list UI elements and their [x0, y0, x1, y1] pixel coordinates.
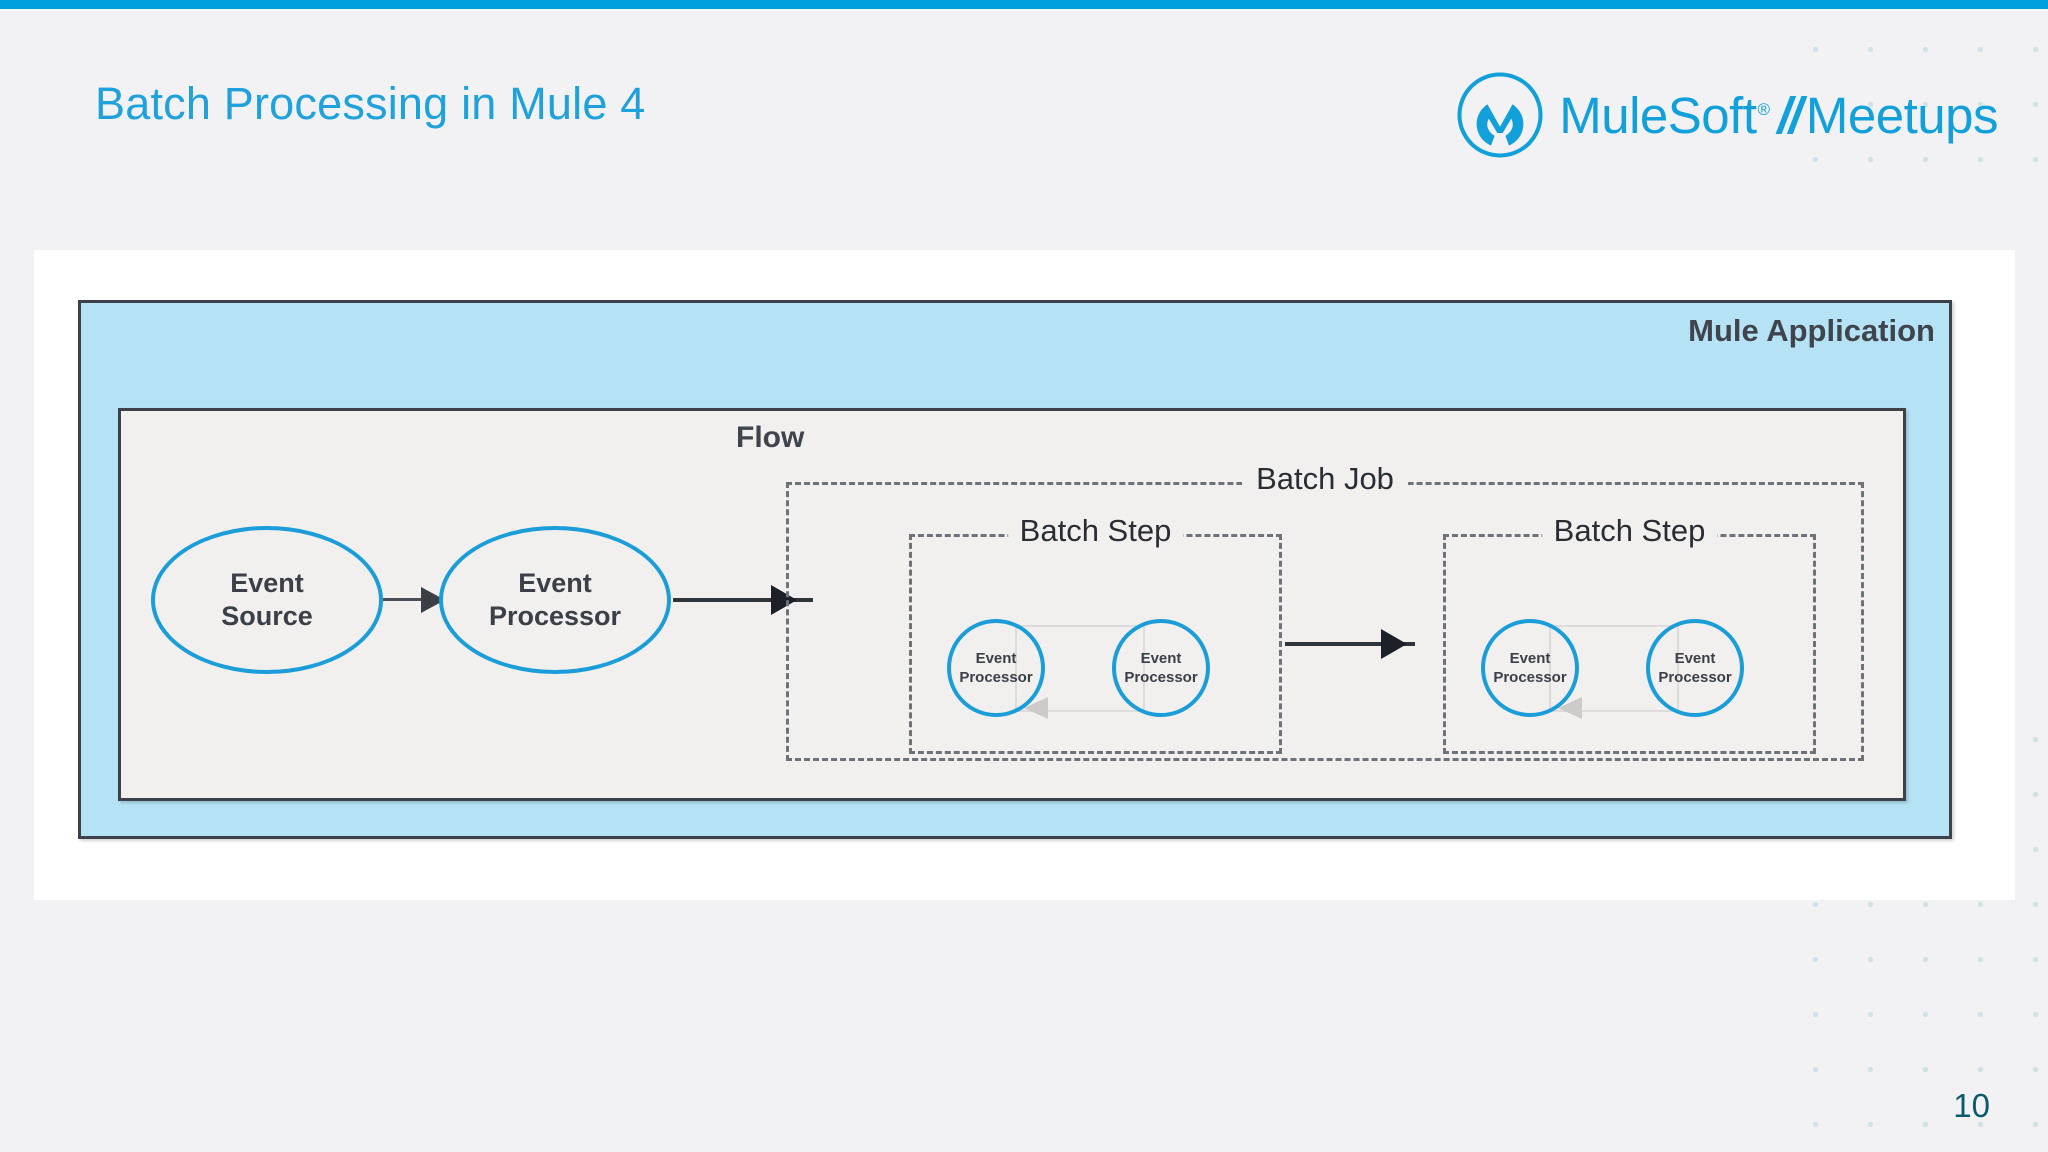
- batch-step-2-processor-2[interactable]: Event Processor: [1646, 619, 1744, 717]
- batch-step-1-processor-1-label-line1: Event: [975, 649, 1017, 667]
- connector-step1-to-step2-arrowhead: [1381, 629, 1407, 659]
- batch-step-1-processor-1[interactable]: Event Processor: [947, 619, 1045, 717]
- brand-program: Meetups: [1805, 86, 1999, 144]
- batch-step-2-processor-1-label-line2: Processor: [1493, 669, 1567, 686]
- brand-name: MuleSoft: [1559, 86, 1757, 144]
- node-event-processor-label-line2: Processor: [488, 601, 622, 631]
- batch-step-1-processor-1-label: Event Processor: [959, 649, 1032, 688]
- batch-step-2-processor-1-label: Event Processor: [1493, 649, 1566, 688]
- connector-step1-to-step2-line: [1285, 642, 1415, 646]
- page-title: Batch Processing in Mule 4: [95, 78, 646, 129]
- diagram-card: Mule Application Flow Event Source Event…: [34, 250, 2015, 900]
- mulesoft-m-logo-icon: [1457, 72, 1543, 158]
- slide-header: Batch Processing in Mule 4 MuleSoft® // …: [0, 60, 2048, 180]
- node-event-processor[interactable]: Event Processor: [439, 526, 671, 674]
- batch-step-2-label: Batch Step: [1541, 513, 1718, 549]
- mule-application-label: Mule Application: [1688, 313, 1935, 348]
- flow-label: Flow: [736, 421, 805, 454]
- batch-step-2-processor-2-label-line1: Event: [1674, 649, 1716, 667]
- batch-step-2-container: Batch Step Event Processor Event Process…: [1443, 513, 1816, 754]
- node-event-source[interactable]: Event Source: [151, 526, 383, 674]
- batch-step-1-processor-2-label-line1: Event: [1140, 649, 1182, 667]
- top-accent-bar: [0, 0, 2048, 9]
- batch-step-1-label: Batch Step: [1007, 513, 1184, 549]
- node-event-source-label-line2: Source: [221, 601, 313, 631]
- connector-source-to-processor-line: [383, 598, 449, 601]
- brand-separator: //: [1777, 86, 1803, 144]
- batch-step-1-processor-2-label: Event Processor: [1124, 649, 1197, 688]
- brand-lockup: MuleSoft® // Meetups: [1455, 70, 1999, 160]
- batch-step-2-processor-1-label-line1: Event: [1509, 649, 1551, 667]
- node-event-source-label: Event Source: [221, 567, 313, 633]
- batch-job-container: Batch Job Batch Step Event Processor: [786, 461, 1864, 761]
- connector-processor-to-batchjob-arrowhead: [771, 585, 797, 615]
- batch-step-1-container: Batch Step Event Processor Event Process…: [909, 513, 1282, 754]
- top-accent-bar-shadow: [0, 9, 2048, 12]
- batch-job-label: Batch Job: [1242, 461, 1408, 497]
- page-number: 10: [1953, 1087, 1990, 1124]
- flow-container: Flow Event Source Event Processor: [118, 408, 1906, 801]
- batch-step-1-processor-2[interactable]: Event Processor: [1112, 619, 1210, 717]
- batch-step-2-processor-2-label-line2: Processor: [1658, 669, 1732, 686]
- connector-processor-to-batchjob-line: [673, 598, 813, 602]
- batch-step-2-processor-2-label: Event Processor: [1658, 649, 1731, 688]
- batch-step-1-processor-1-label-line2: Processor: [959, 669, 1033, 686]
- brand-wordmark: MuleSoft® // Meetups: [1559, 86, 1998, 145]
- node-event-processor-label-line1: Event: [518, 568, 592, 599]
- mule-application-container: Mule Application Flow Event Source Event…: [78, 300, 1952, 839]
- batch-step-1-processor-2-label-line2: Processor: [1124, 669, 1198, 686]
- brand-registered-mark: ®: [1757, 99, 1771, 119]
- node-event-processor-label: Event Processor: [489, 567, 621, 633]
- node-event-source-label-line1: Event: [230, 568, 304, 599]
- batch-step-2-processor-1[interactable]: Event Processor: [1481, 619, 1579, 717]
